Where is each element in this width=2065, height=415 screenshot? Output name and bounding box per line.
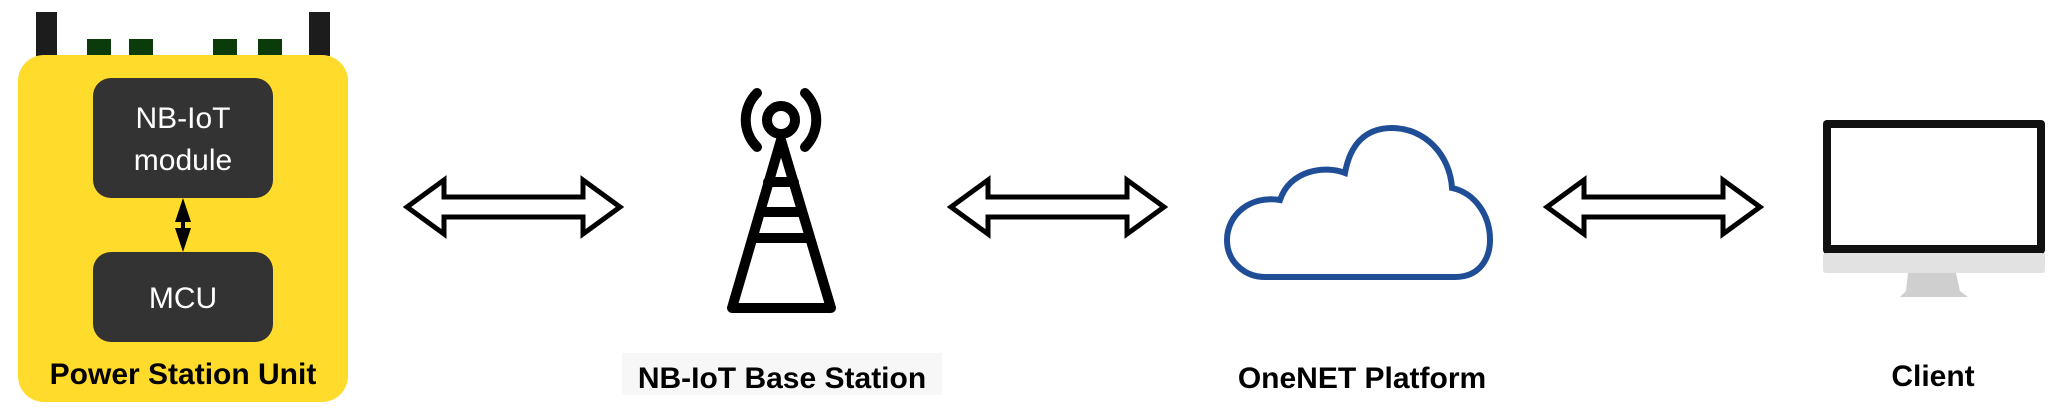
platform-label: OneNET Platform (1238, 362, 1486, 395)
monitor-icon (1823, 120, 2045, 297)
module-label-line1: NB-IoT (135, 102, 230, 135)
vertical-double-arrow (175, 198, 191, 252)
pad (258, 39, 282, 56)
nb-iot-module-block (93, 78, 273, 198)
antenna-right (309, 12, 330, 56)
mcu-label: MCU (149, 282, 217, 315)
pad (87, 39, 111, 56)
antenna-left (36, 12, 57, 56)
mcu-block (93, 252, 273, 342)
pad (129, 39, 153, 56)
base-station-label-bg (622, 353, 942, 395)
double-arrow-2 (951, 180, 1164, 234)
double-arrow-1 (407, 180, 620, 234)
power-station-unit-label: Power Station Unit (50, 358, 317, 391)
cloud-icon (1223, 124, 1494, 280)
client-label: Client (1891, 360, 1974, 393)
cell-tower-icon (727, 88, 836, 313)
pad (213, 39, 237, 56)
base-station-label: NB-IoT Base Station (638, 362, 926, 395)
module-label-line2: module (134, 144, 232, 177)
power-station-unit: NB-IoT module MCU Power Station Unit (18, 12, 348, 402)
double-arrow-3 (1547, 180, 1760, 234)
